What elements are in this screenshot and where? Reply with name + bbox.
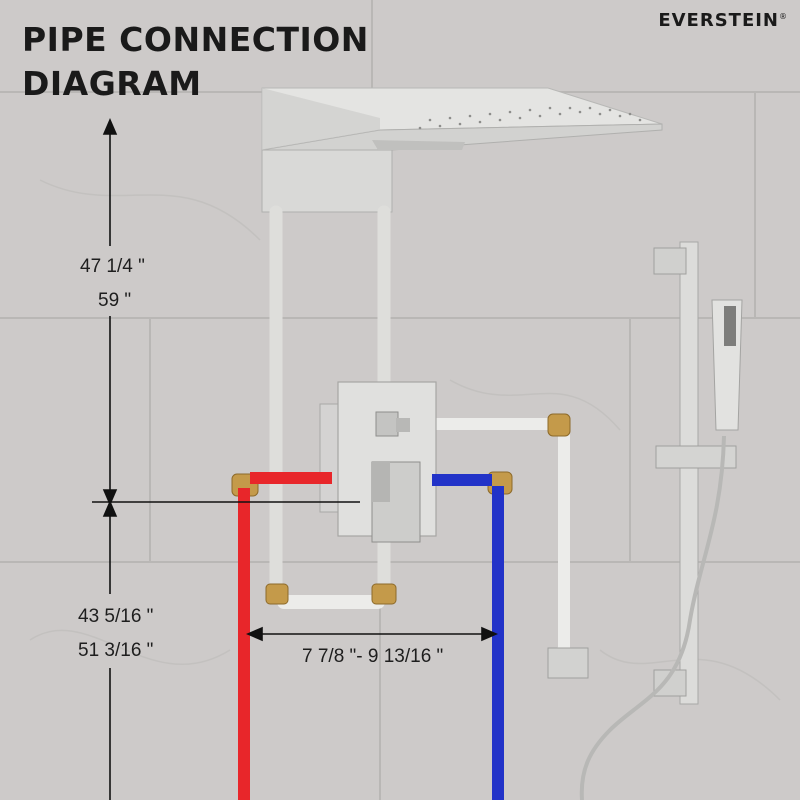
mixer-valve-icon <box>319 381 437 543</box>
title-line-1: PIPE CONNECTION <box>22 20 369 59</box>
blue-pipe-icon <box>432 474 504 800</box>
slide-bar-icon <box>653 241 737 705</box>
title-line-2: DIAGRAM <box>22 64 202 103</box>
red-pipe-icon <box>238 472 332 800</box>
brand-name: EVERSTEIN <box>658 10 779 31</box>
pipe-spacing-label: 7 7/8 "- 9 13/16 " <box>302 646 444 667</box>
handheld-shower-icon <box>547 299 743 800</box>
dimension-lines <box>92 117 499 800</box>
lower-height-label-2: 51 3/16 " <box>78 640 154 661</box>
upper-height-label-2: 59 " <box>98 290 132 311</box>
brand-logo: EVERSTEIN® <box>658 10 788 31</box>
rain-shower-head-icon <box>261 87 663 213</box>
brand-registered-mark: ® <box>779 12 788 21</box>
lower-height-label-1: 43 5/16 " <box>78 606 154 627</box>
upper-height-label-1: 47 1/4 " <box>80 256 145 277</box>
page-title: PIPE CONNECTION DIAGRAM <box>22 18 369 106</box>
